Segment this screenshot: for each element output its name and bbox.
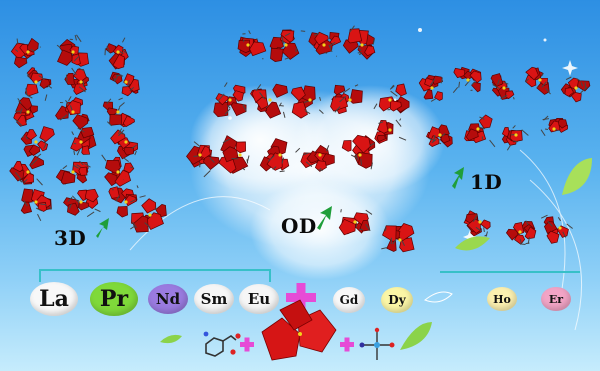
element-ho: Ho: [487, 287, 517, 311]
element-sm: Sm: [194, 284, 234, 314]
polyhedron-cluster: [501, 125, 529, 151]
polyhedron-cluster: [24, 67, 53, 101]
polyhedron-cluster: [560, 76, 591, 103]
polyhedron-cluster: [218, 135, 250, 174]
polyhedron-cluster: [374, 118, 407, 144]
polyhedron-cluster: [56, 34, 89, 67]
polyhedron-cluster: [10, 37, 41, 69]
polyhedron-cluster: [108, 185, 146, 218]
polyhedron-cluster: [490, 73, 515, 100]
polyhedron-cluster: [342, 25, 376, 60]
polyhedron-cluster: [101, 154, 135, 187]
polyhedron-cluster: [426, 124, 453, 148]
polyhedron-cluster: [308, 31, 342, 57]
polyhedron-cluster: [269, 29, 306, 62]
polyhedron-cluster: [300, 144, 335, 172]
ligand-molecule-icon: [203, 331, 241, 357]
polyhedron-cluster: [20, 188, 52, 222]
polyhedron-cluster: [381, 222, 415, 253]
polyhedron-cluster: [9, 155, 45, 186]
growth-arrow-icon: [317, 206, 332, 230]
element-pr: Pr: [90, 282, 138, 316]
polyhedron-cluster: [13, 93, 38, 127]
polyhedron-cluster: [338, 209, 373, 236]
leaf-icon: [160, 158, 592, 350]
polyhedron-cluster: [55, 96, 90, 130]
element-eu: Eu: [239, 284, 279, 314]
polyhedron-cluster: [70, 127, 97, 156]
polyhedron-cluster: [109, 71, 140, 97]
growth-arrow-icon: [452, 167, 464, 189]
growth-arrow-icon: [96, 218, 109, 238]
polyhedron-cluster: [186, 141, 220, 178]
label-0d: OD: [281, 214, 317, 238]
swirl-lines: [129, 149, 583, 331]
polyhedron-cluster: [20, 126, 55, 158]
polyhedron-cluster: [505, 220, 537, 246]
element-nd: Nd: [148, 284, 188, 314]
polyhedron-cluster: [452, 66, 482, 93]
element-er: Er: [541, 287, 571, 311]
label-3d: 3D: [54, 226, 87, 250]
polyhedron-cluster: [130, 198, 167, 233]
polyhedron-cluster: [330, 84, 363, 115]
polyhedron-cluster: [63, 188, 101, 218]
polyhedron-cluster: [290, 85, 324, 119]
polyhedron-cluster: [373, 83, 410, 114]
polyhedron-cluster: [110, 128, 138, 160]
polyhedron-cluster: [341, 134, 376, 170]
polyhedron-cluster: [418, 74, 444, 102]
polyhedron-cluster: [55, 160, 91, 185]
label-1d: 1D: [470, 170, 503, 194]
polyhedron-cluster: [64, 67, 89, 95]
polyhedron-cluster: [524, 66, 551, 95]
polyhedron-cluster: [213, 82, 247, 118]
polyhedron-cluster-icon: [261, 299, 337, 361]
polyhedron-cluster: [463, 210, 491, 237]
element-la: La: [30, 282, 78, 316]
ligand-molecule-icon: [359, 327, 395, 360]
sparkle-icon: [228, 28, 578, 244]
polyhedron-cluster: [464, 114, 496, 148]
element-gd: Gd: [333, 287, 365, 313]
polyhedron-cluster: [540, 115, 568, 137]
polyhedron-cluster: [104, 37, 129, 70]
polyhedron-cluster: [237, 30, 267, 60]
element-dy: Dy: [381, 287, 413, 313]
polyhedron-cluster: [540, 214, 573, 244]
polyhedron-cluster: [102, 97, 135, 128]
polyhedron-cluster: [259, 138, 301, 173]
polyhedron-cluster: [250, 83, 288, 119]
